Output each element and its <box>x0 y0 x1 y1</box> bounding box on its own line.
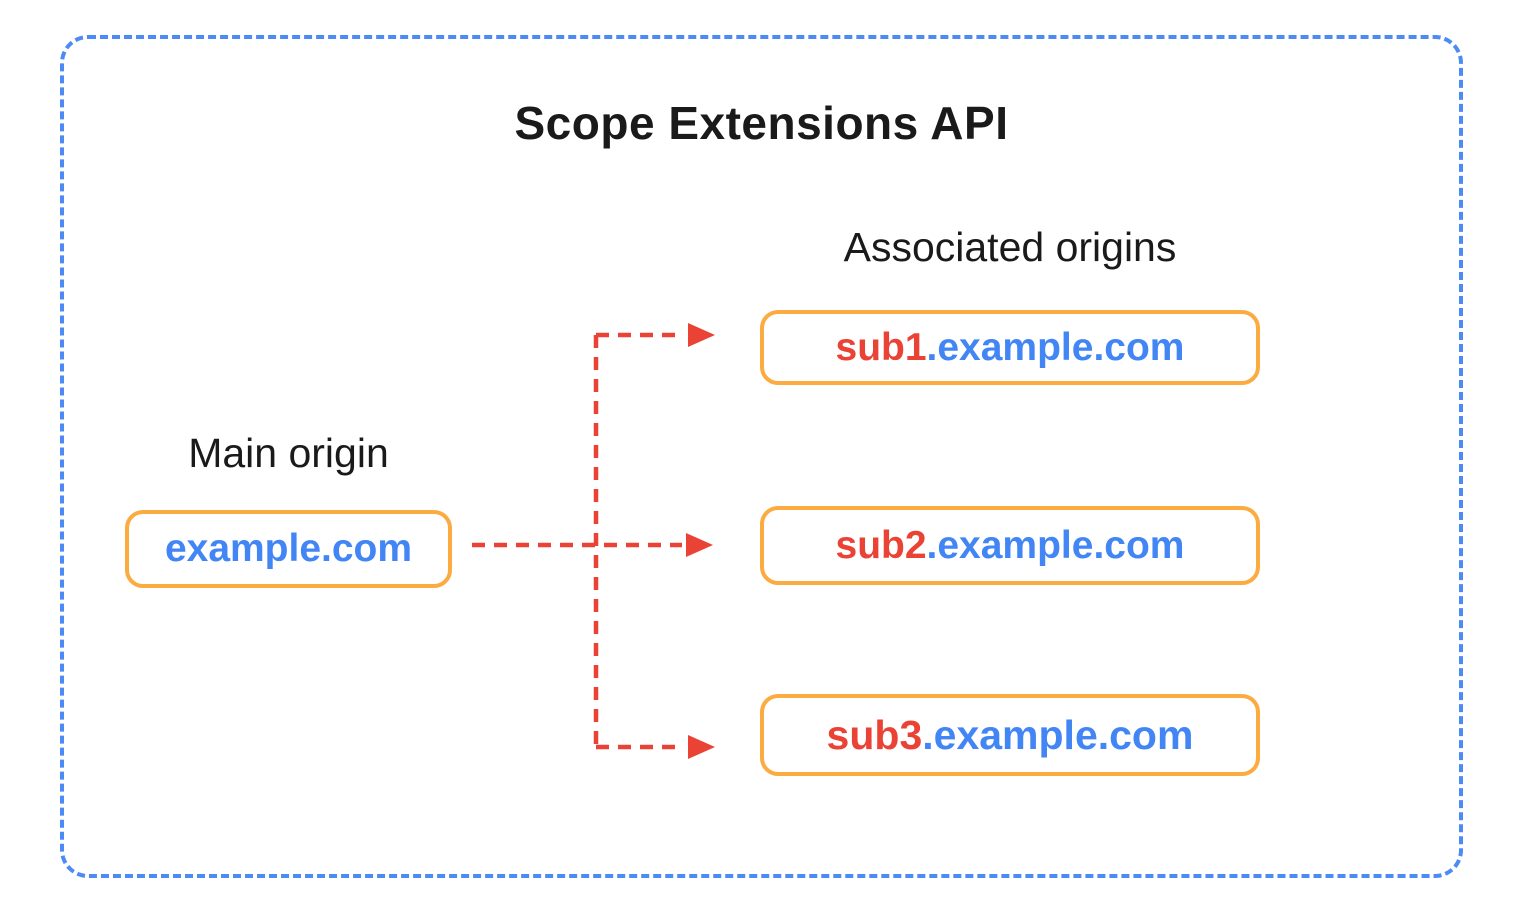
subdomain-prefix: sub1 <box>835 325 927 369</box>
subdomain-prefix: sub2 <box>835 523 927 567</box>
main-origin-box: example.com <box>125 510 452 588</box>
origin-box-sub1: sub1.example.com <box>760 310 1260 385</box>
associated-origins-label: Associated origins <box>843 224 1177 270</box>
diagram-title: Scope Extensions API <box>514 97 1009 149</box>
origin-box-sub3: sub3.example.com <box>760 694 1260 776</box>
domain-suffix: .example.com <box>926 523 1185 567</box>
domain-suffix: .example.com <box>926 325 1185 369</box>
scope-boundary-outline <box>60 35 1463 878</box>
domain-suffix: .example.com <box>922 711 1194 758</box>
subdomain-prefix: sub3 <box>826 711 923 758</box>
main-origin-label: Main origin <box>188 430 389 476</box>
main-origin-domain: example.com <box>164 527 413 570</box>
origin-box-sub2: sub2.example.com <box>760 506 1260 585</box>
